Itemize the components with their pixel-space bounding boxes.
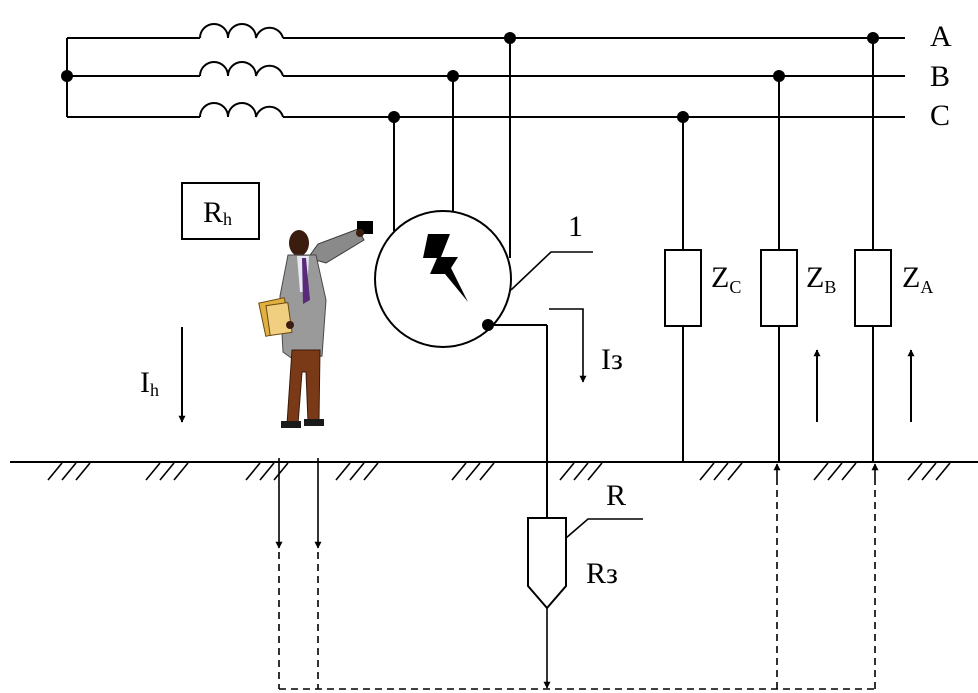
device-leads <box>393 38 511 258</box>
impedance-zc <box>664 249 702 327</box>
impedance-za-label: ZA <box>902 261 933 297</box>
earth-return-paths <box>278 474 876 690</box>
ground-hatch-icon <box>47 462 951 481</box>
fault-current-arrow <box>549 308 587 383</box>
impedance-zb-label: ZB <box>806 261 836 297</box>
faulty-device <box>374 210 512 348</box>
phase-a-label: A <box>930 20 952 53</box>
device-number-label: 1 <box>568 210 583 243</box>
phase-lines <box>66 37 905 118</box>
impedance-zb <box>760 249 798 327</box>
body-current-label: Ih <box>140 366 159 400</box>
phase-c-label: C <box>930 99 950 132</box>
transformer-coils-icon <box>199 23 284 118</box>
body-resistance-label: Rh <box>203 196 232 229</box>
lightning-bolt-icon <box>423 234 468 302</box>
ground-electrode-icon <box>527 517 567 610</box>
junction-nodes <box>61 32 879 123</box>
person-with-device-icon <box>258 221 373 428</box>
impedance-zc-label: ZC <box>711 261 741 297</box>
device-leader-line <box>510 251 593 291</box>
impedance-za <box>854 249 892 327</box>
phase-b-label: B <box>930 60 950 93</box>
electrode-r-label: R <box>606 479 626 512</box>
fault-current-label: Iз <box>601 343 623 376</box>
electrode-rz-label: Rз <box>586 557 618 590</box>
impedance-branches <box>682 38 874 462</box>
electrode-leader-line <box>565 518 643 539</box>
body-resistance-box <box>181 182 260 240</box>
